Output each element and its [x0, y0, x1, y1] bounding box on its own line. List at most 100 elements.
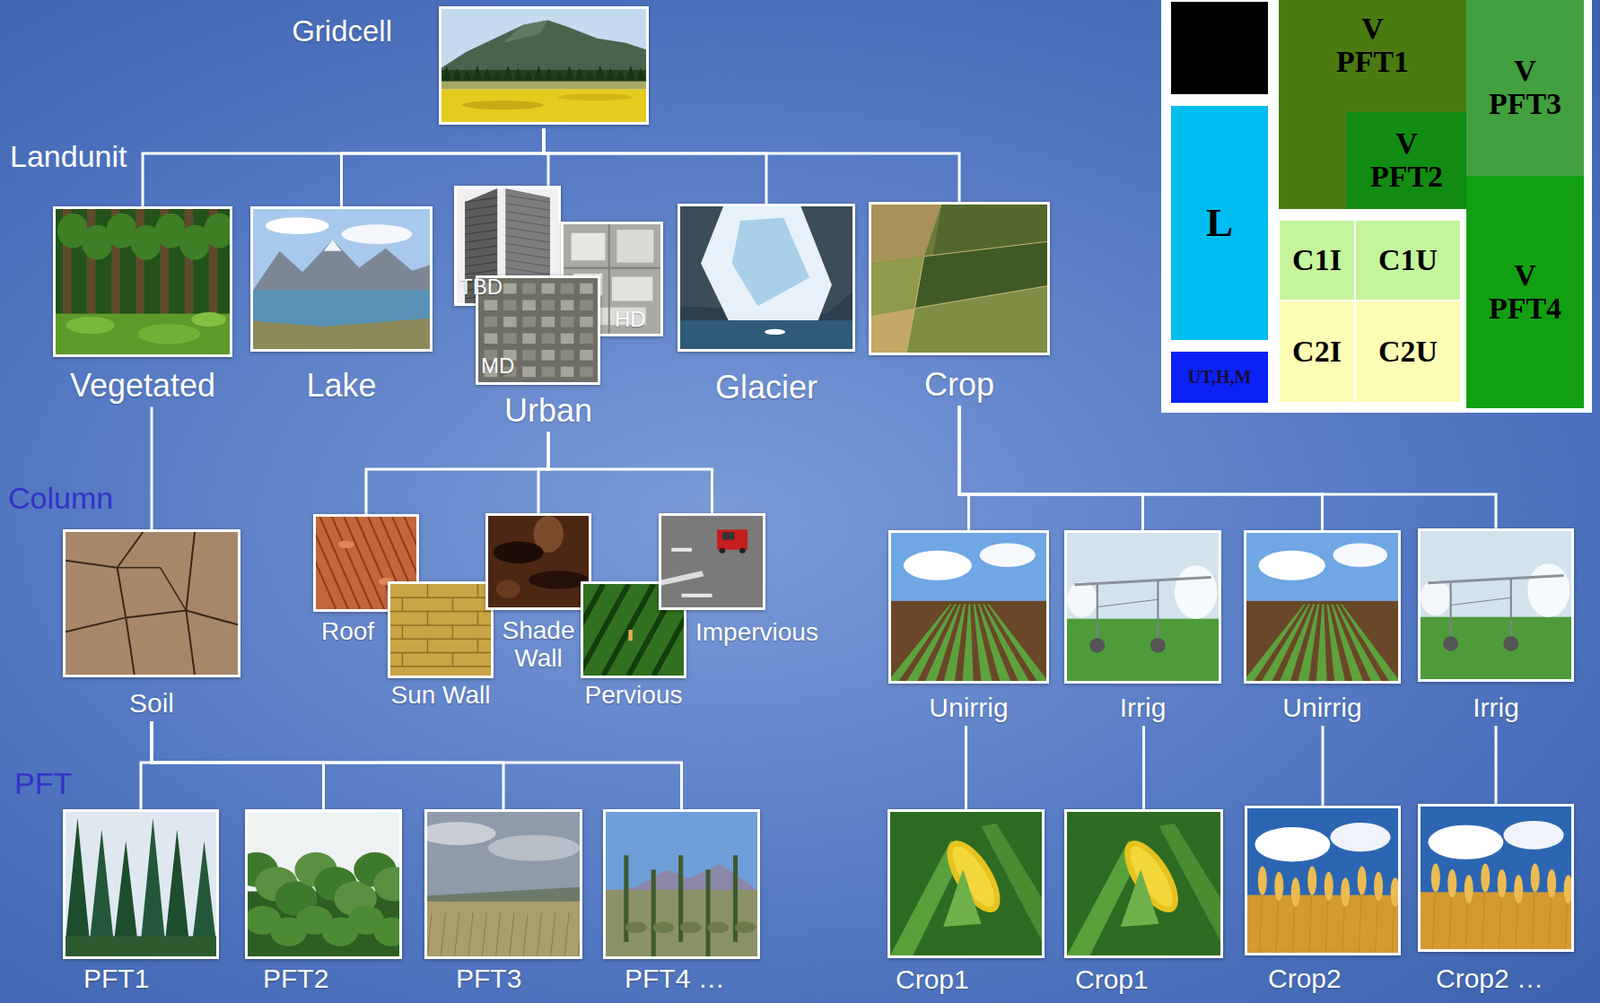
picture-frame	[677, 203, 856, 352]
picture-frame	[1064, 809, 1224, 959]
picture-shape	[1324, 872, 1334, 901]
tile-label: C1U	[1378, 244, 1438, 278]
picture-shape	[125, 617, 135, 675]
picture-shape	[616, 229, 654, 263]
connector-line	[151, 721, 682, 810]
picture-shape	[891, 601, 1047, 682]
picture-shape	[594, 65, 605, 82]
picture-shape	[541, 299, 555, 311]
caption-text: Pervious	[585, 681, 683, 710]
picture-shape	[604, 68, 615, 82]
picture-shape	[1442, 636, 1459, 652]
picture-shape	[1503, 821, 1564, 850]
picture-illustration	[441, 8, 647, 123]
picture-shape	[903, 550, 972, 581]
picture-frame	[1064, 530, 1222, 684]
picture-shape	[402, 625, 404, 639]
picture-shape	[700, 206, 832, 321]
picture-shape	[513, 68, 524, 82]
picture-shape	[390, 665, 491, 668]
picture-shape	[323, 239, 342, 251]
picture-node: Unirrig	[1243, 530, 1401, 684]
picture-shape	[541, 367, 555, 378]
picture-shape	[492, 69, 503, 82]
picture-shape	[1547, 869, 1557, 899]
picture-shape	[451, 68, 462, 82]
picture-node: Unirrig	[888, 530, 1050, 684]
picture-illustration	[247, 812, 400, 957]
picture-shape	[482, 68, 493, 82]
picture-shape	[1254, 827, 1330, 863]
picture-frame	[888, 530, 1050, 684]
picture-illustration	[891, 533, 1047, 682]
picture-shape	[651, 869, 656, 957]
picture-shape	[390, 611, 491, 613]
grid-tile: C2I	[1278, 300, 1356, 403]
landunit-group: UrbanTBDHDMD	[454, 185, 664, 385]
connector-line	[1495, 725, 1498, 805]
picture-shape	[1246, 533, 1399, 604]
picture-frame	[485, 513, 592, 611]
picture-frame	[52, 206, 233, 358]
picture-shape	[1291, 877, 1301, 907]
picture-shape	[505, 243, 551, 251]
grid-tile: C1I	[1278, 219, 1356, 301]
picture-shape	[125, 610, 186, 618]
picture-shape	[560, 332, 575, 344]
picture-frame	[887, 809, 1045, 959]
picture-shape	[680, 320, 853, 350]
picture-shape	[503, 332, 517, 344]
connector-line	[150, 407, 154, 530]
picture-shape	[1089, 638, 1105, 654]
picture-shape	[493, 542, 544, 564]
picture-shape	[373, 866, 400, 902]
grid-tile: V PFT3	[1466, 0, 1584, 176]
picture-illustration	[890, 812, 1042, 956]
picture-shape	[522, 349, 536, 361]
picture-shape	[464, 253, 498, 259]
picture-shape	[502, 20, 548, 44]
picture-shape	[1464, 874, 1474, 904]
picture-shape	[427, 638, 429, 653]
picture-shape	[1247, 808, 1399, 954]
picture-shape	[1390, 877, 1399, 907]
picture-shape	[464, 262, 498, 267]
picture-shape	[1420, 579, 1452, 616]
picture-shape	[1066, 619, 1219, 682]
picture-shape	[253, 318, 430, 350]
connector-line	[959, 406, 1144, 531]
picture-shape	[65, 935, 217, 957]
picture-shape	[979, 543, 1036, 568]
picture-node: PFT4 …	[603, 809, 761, 960]
picture-illustration	[253, 209, 430, 350]
picture-node: Irrig	[1417, 528, 1574, 682]
picture-shape	[707, 921, 729, 934]
connector-line	[543, 128, 767, 204]
picture-frame	[62, 809, 219, 960]
picture-shape	[1420, 617, 1572, 680]
picture-shape	[628, 629, 632, 641]
tile-label: C2U	[1378, 335, 1438, 369]
tile-label: V PFT4	[1488, 259, 1562, 325]
picture-node: Crop2	[1244, 805, 1401, 956]
picture-shape	[484, 299, 499, 311]
picture-shape	[1497, 869, 1507, 899]
picture-shape	[764, 329, 786, 335]
picture-shape	[671, 548, 692, 552]
picture-shape	[1340, 603, 1399, 682]
picture-shape	[871, 204, 942, 264]
picture-frame	[424, 809, 583, 960]
picture-shape	[509, 913, 515, 957]
picture-shape	[454, 913, 460, 957]
picture-shape	[390, 624, 491, 627]
picture-shape	[605, 812, 758, 957]
picture-shape	[523, 69, 534, 82]
picture-shape	[117, 568, 127, 619]
picture-shape	[1450, 583, 1452, 639]
picture-shape	[441, 69, 647, 82]
connector-line	[959, 406, 970, 531]
caption-text: HD	[614, 307, 647, 332]
picture-shape	[505, 203, 551, 211]
picture-shape	[1097, 599, 1159, 607]
picture-shape	[553, 69, 564, 82]
